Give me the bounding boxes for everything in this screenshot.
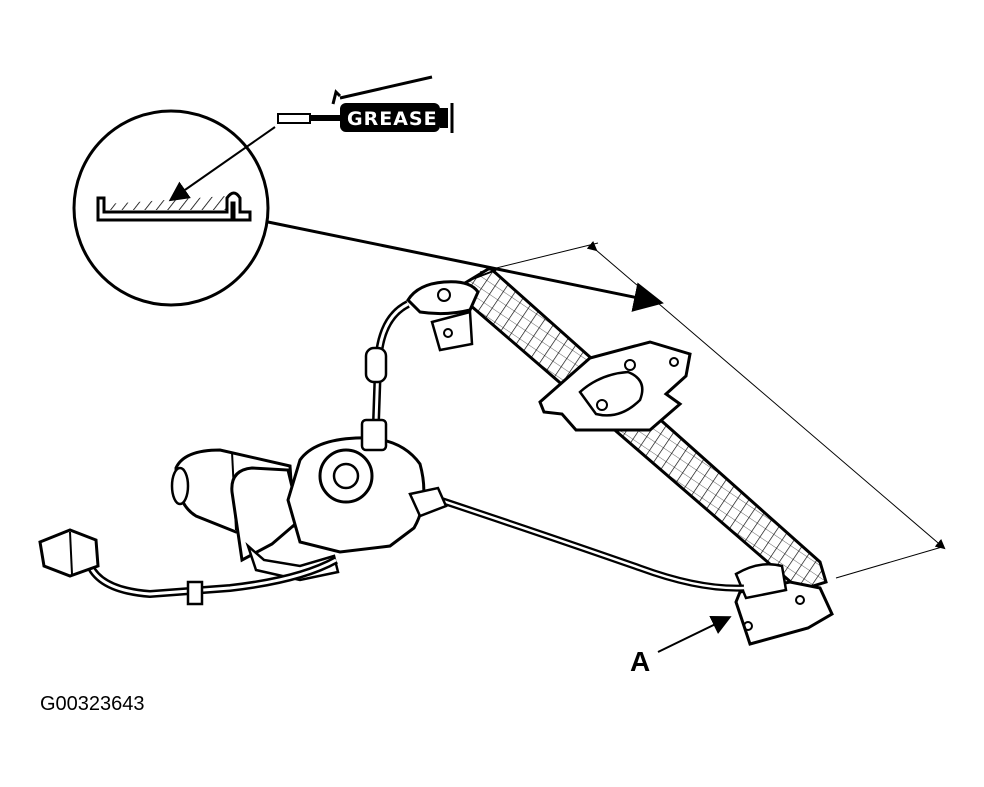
guide-rail [406,266,834,646]
rail-cross-section [96,191,252,222]
part-a-pointer [657,615,732,653]
grease-pointer-arrow [168,126,276,202]
regulator-cables [364,300,745,592]
wire-harness [38,528,338,606]
detail-inset [72,109,276,307]
window-motor [170,418,448,582]
figure-id: G00323643 [40,693,145,715]
grease-hatch [106,196,226,210]
grease-tube-icon: GREASE [277,75,454,133]
dimension-lines [479,240,946,579]
electrical-connector [38,528,100,578]
grease-label: GREASE [347,108,438,130]
part-a-label: A [630,646,651,677]
